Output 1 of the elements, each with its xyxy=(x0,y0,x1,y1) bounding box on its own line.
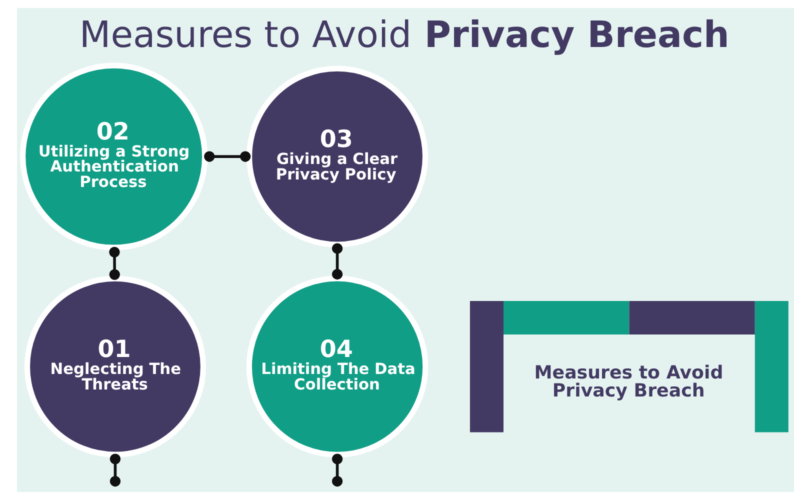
diagram-title: Measures to Avoid Privacy Breach xyxy=(78,12,729,56)
